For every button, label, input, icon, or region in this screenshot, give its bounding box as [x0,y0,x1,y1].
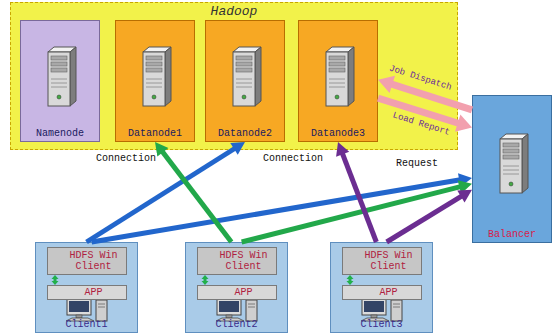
connector-line [342,153,376,242]
annotation-label: Connection [262,153,324,165]
connector-line [349,279,352,282]
app-box: APP [197,285,277,300]
arrowhead [52,281,59,285]
computer-icon [214,298,260,322]
client-label: Client3 [331,319,432,332]
annotation-label: Request [395,158,439,170]
connector [92,173,472,242]
node-label: Datanode1 [116,128,194,141]
namenode-box: Namenode [20,20,100,142]
arrowhead [52,275,59,279]
arrowhead [347,281,354,285]
server-icon [40,43,80,109]
app-box: APP [47,285,127,300]
datanode-box: Datanode3 [298,20,378,142]
arrowhead [347,275,354,279]
node-label: Namenode [21,128,99,141]
arrowhead [202,281,209,285]
hdfs-client-box: HDFS Win Client [342,247,422,275]
connector-line [204,279,207,282]
server-icon [492,130,532,196]
arrowhead [155,142,168,157]
connector [378,98,472,132]
node-label: Balancer [473,229,551,242]
datanode-box: Datanode2 [205,20,285,142]
connector-line [54,279,57,282]
layer-label: APP [64,287,123,298]
server-icon [225,43,265,109]
connector [387,190,472,242]
arrowhead [378,76,395,93]
layer-label: APP [214,287,273,298]
hdfs-client-box: HDFS Win Client [197,247,277,275]
cluster-region: HadoopNamenode Datanode1 Datanode2 Datanode… [10,2,458,150]
arrowhead [455,114,472,131]
app-box: APP [342,285,422,300]
arrowhead [230,142,245,155]
connector [155,142,231,242]
connector-line [378,98,459,123]
client-box: Client1 HDFS Win ClientAPP [35,242,138,333]
server-icon [318,43,358,109]
node-label: Datanode3 [299,128,377,141]
connector [52,275,59,285]
connector [347,275,354,285]
arrowhead [202,275,209,279]
client-box: Client2 HDFS Win ClientAPP [185,242,288,333]
balancer-box: Balancer [472,95,552,243]
layer-label: HDFS Win Client [64,250,123,272]
client-box: Client3 HDFS Win ClientAPP [330,242,433,333]
connector-line [387,196,462,242]
client-label: Client2 [186,319,287,332]
computer-icon [64,298,110,322]
annotation-label: Connection [95,153,157,165]
region-title: Hadoop [11,3,457,19]
connector [202,275,209,285]
node-label: Datanode2 [206,128,284,141]
computer-icon [359,298,405,322]
layer-label: HDFS Win Client [359,250,418,272]
connector-line [162,151,231,242]
server-icon [135,43,175,109]
client-label: Client1 [36,319,137,332]
layer-label: HDFS Win Client [214,250,273,272]
connector [336,142,376,242]
arrowhead [457,190,472,203]
hdfs-client-box: HDFS Win Client [47,247,127,275]
arrowhead [336,142,349,157]
datanode-box: Datanode1 [115,20,195,142]
layer-label: APP [359,287,418,298]
